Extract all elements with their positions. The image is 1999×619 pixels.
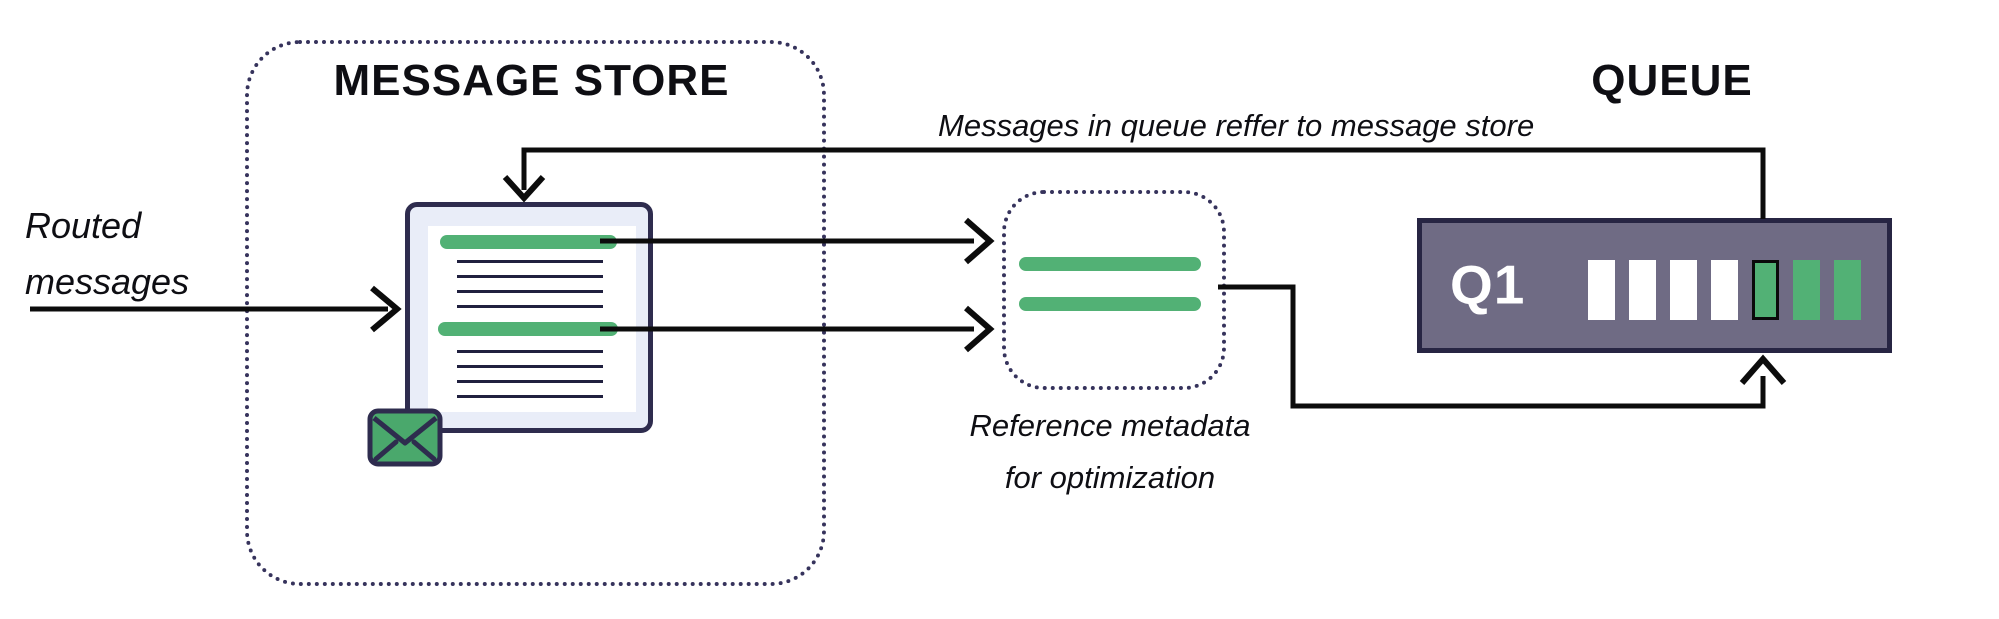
metadata-bar-1	[1019, 257, 1201, 271]
queue-slot-filled	[1834, 260, 1861, 320]
queue-slot-empty	[1629, 260, 1656, 320]
routed-messages-label: Routed messages	[25, 198, 189, 310]
routed-messages-line-1: Routed	[25, 205, 142, 246]
document-text-line	[457, 380, 603, 383]
doc-bar2-arrowhead-icon	[964, 305, 995, 353]
document-text-line	[457, 365, 603, 368]
message-store-title: MESSAGE STORE	[333, 56, 730, 105]
queue-to-store-arrowhead-icon	[502, 174, 546, 203]
document-highlight-bar-1	[440, 235, 617, 249]
document-text-line	[457, 290, 603, 293]
queue-slot-empty	[1588, 260, 1615, 320]
metadata-bar-2	[1019, 297, 1201, 311]
queue-q1-box: Q1	[1417, 218, 1892, 353]
queue-title: QUEUE	[1591, 56, 1753, 105]
envelope-icon	[367, 408, 443, 467]
document-text-line	[457, 275, 603, 278]
queue-to-store-connector	[521, 147, 1766, 219]
document-text-line	[457, 305, 603, 308]
queue-slot-highlighted	[1752, 260, 1779, 320]
routed-messages-arrowhead-icon	[370, 285, 402, 333]
document-text-line	[457, 260, 603, 263]
document-text-line	[457, 395, 603, 398]
routed-messages-line-2: messages	[25, 261, 190, 302]
queue-slot-empty	[1711, 260, 1738, 320]
doc-bar1-arrowhead-icon	[964, 217, 995, 265]
metadata-to-queue-arrowhead-icon	[1739, 354, 1787, 385]
queue-slots	[1588, 260, 1875, 320]
queue-slot-empty	[1670, 260, 1697, 320]
reference-metadata-line-2: for optimization	[1004, 460, 1216, 495]
queue-reference-label: Messages in queue reffer to message stor…	[938, 108, 1535, 143]
document-icon	[405, 202, 653, 433]
document-highlight-bar-2	[438, 322, 618, 336]
message-store-box	[245, 40, 826, 586]
queue-name-label: Q1	[1450, 253, 1526, 316]
reference-metadata-line-1: Reference metadata	[969, 408, 1251, 443]
document-text-line	[457, 350, 603, 353]
reference-metadata-label: Reference metadata for optimization	[960, 400, 1260, 504]
metadata-reference-icon	[1002, 190, 1226, 390]
metadata-to-queue-connector	[1218, 284, 1766, 409]
queue-slot-filled	[1793, 260, 1820, 320]
